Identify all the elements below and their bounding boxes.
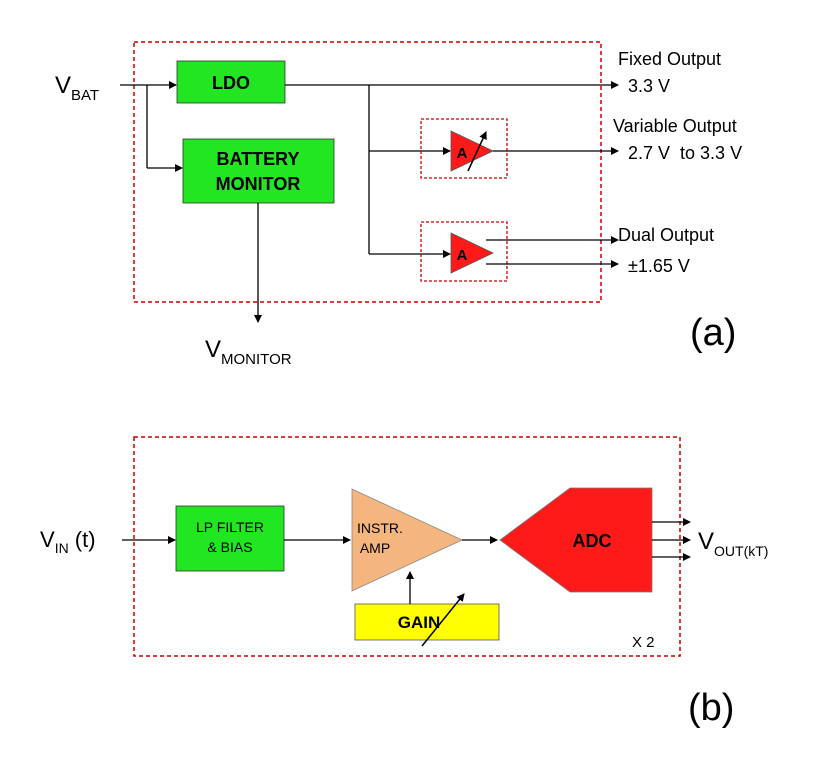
gain-block <box>354 603 500 641</box>
multiplier-label: X 2 <box>632 634 655 651</box>
dual-output-value: ±1.65 V <box>628 256 690 276</box>
ldo-block <box>176 60 286 104</box>
variable-output-value: 2.7 V to 3.3 V <box>628 143 742 163</box>
diagram-b-border <box>133 436 681 657</box>
variable-gain-arrow-icon <box>467 131 487 172</box>
fixed-output-label: Fixed Output <box>618 49 721 69</box>
adc-label: ADC <box>573 531 612 551</box>
vbat-label: VBAT <box>55 72 99 104</box>
instr-amp-triangle <box>351 488 463 592</box>
variable-amp-box <box>420 118 508 179</box>
lp-filter-label-line1: LP FILTER <box>196 519 264 535</box>
gain-adjust-arrow-icon <box>421 593 465 647</box>
vout-label: VOUT(kT) <box>698 528 768 559</box>
variable-output-label: Variable Output <box>613 116 737 136</box>
diagram-a-border <box>133 41 602 303</box>
dual-output-label: Dual Output <box>618 225 714 245</box>
diagram-a: VBAT LDO BATTERY MONITOR VMONITOR A A <box>55 41 742 368</box>
dual-amp-triangle <box>450 232 494 274</box>
vin-label: VIN (t) <box>40 527 96 556</box>
ldo-label: LDO <box>212 73 250 93</box>
instr-amp-label-line1: INSTR. <box>357 520 403 536</box>
lp-filter-block <box>175 505 285 572</box>
panel-b-label: (b) <box>688 687 734 729</box>
battery-monitor-block <box>182 138 335 204</box>
vmonitor-label: VMONITOR <box>205 336 292 368</box>
lp-filter-label-line2: & BIAS <box>207 539 252 555</box>
battery-monitor-label-line1: BATTERY <box>217 149 300 169</box>
gain-label: GAIN <box>398 613 441 632</box>
dual-amp-box <box>420 221 508 282</box>
battery-monitor-label-line2: MONITOR <box>216 174 301 194</box>
diagram-b: VIN (t) LP FILTER & BIAS INSTR. AMP GAIN… <box>40 436 768 729</box>
instr-amp-label-line2: AMP <box>360 540 390 556</box>
dual-amp-label: A <box>457 247 468 264</box>
fixed-output-value: 3.3 V <box>628 76 670 96</box>
panel-a-label: (a) <box>690 312 736 354</box>
variable-amp-label: A <box>457 145 468 162</box>
